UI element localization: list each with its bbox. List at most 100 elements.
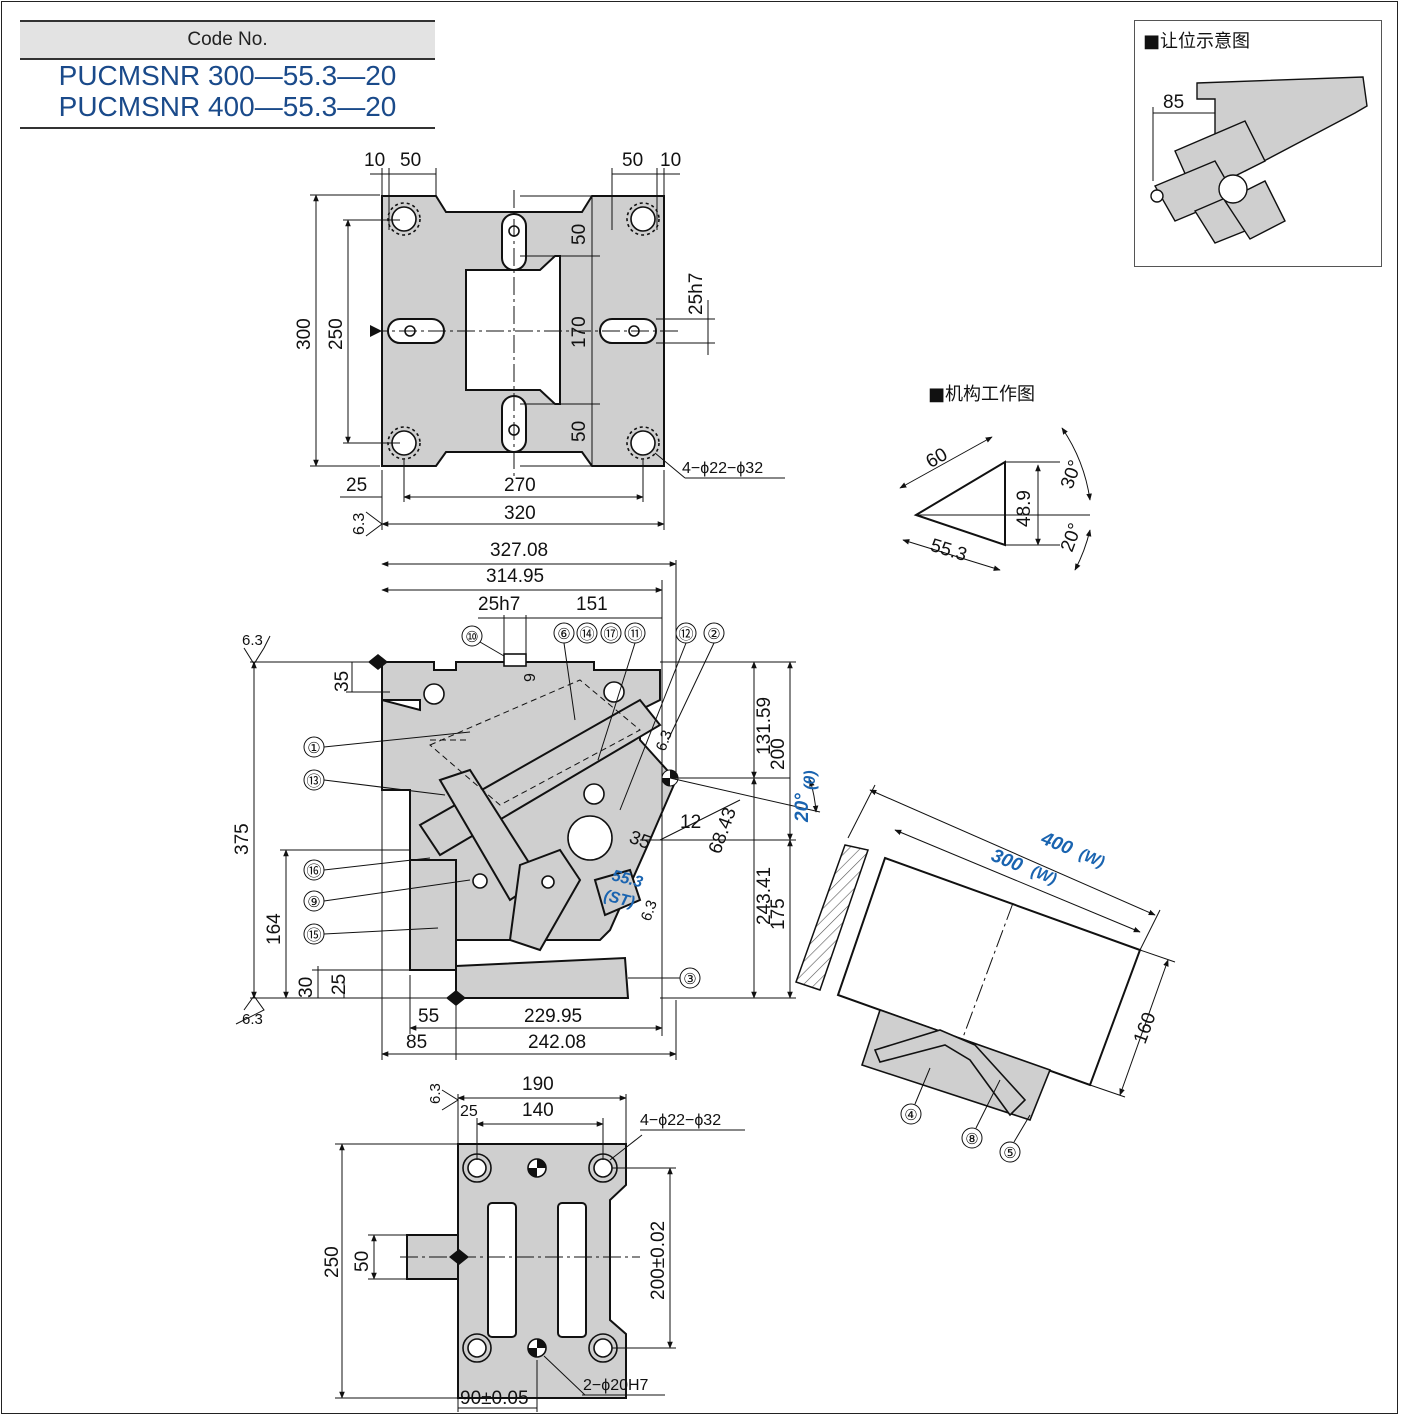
mech-dim-48-9: 48.9 [1014, 490, 1035, 527]
code-header: Code No. [20, 20, 435, 60]
top-view: 300 250 10 50 50 10 50 170 50 25h7 4−ϕ22… [294, 150, 785, 537]
callout-12-2: ⑫ ② [619, 622, 725, 811]
bottom-dim-25: 25 [460, 1103, 478, 1120]
callout-8: ⑧ [965, 1131, 978, 1148]
top-dim-25h7: 25h7 [686, 273, 707, 315]
front-dim-9: 9 [522, 673, 539, 682]
bottom-dim-90: 90±0.05 [460, 1388, 529, 1409]
top-dim-270: 270 [504, 475, 536, 496]
svg-text:⑭: ⑭ [579, 626, 594, 643]
front-dim-151: 151 [576, 594, 608, 615]
front-dim-68: 68.43 [705, 805, 741, 857]
workpiece-dim-400: 400 [1037, 828, 1076, 860]
inset-title: ■让位示意图 [1143, 31, 1251, 52]
mech-dim-55-3: 55.3 [928, 535, 970, 566]
svg-text:⑨: ⑨ [307, 894, 320, 911]
top-dim-10-right: 10 [660, 150, 681, 171]
top-dim-170: 170 [569, 316, 590, 348]
mech-angle-20: 20° [1057, 521, 1087, 555]
workpiece-unit-400: (W) [1077, 846, 1107, 871]
bottom-roughness: 6.3 [427, 1083, 444, 1104]
svg-text:⑮: ⑮ [306, 927, 321, 944]
front-rough-r2: 6.3 [638, 898, 661, 923]
callout-3: ③ [628, 967, 701, 989]
callout-6-14-17-11: ⑥ ⑭ ⑰ ⑪ [553, 622, 646, 761]
svg-text:③: ③ [683, 971, 696, 988]
front-dim-30: 30 [296, 977, 317, 998]
svg-text:⑯: ⑯ [306, 863, 321, 880]
svg-text:⑪: ⑪ [627, 626, 642, 643]
callout-1: ① [303, 731, 471, 758]
front-angle-20: 20° [792, 793, 813, 823]
bottom-dim-140: 140 [522, 1100, 554, 1121]
code-number-1: PUCMSNR 300—55.3—20 [58, 60, 397, 91]
svg-text:⑬: ⑬ [306, 773, 321, 790]
callout-4: ④ [904, 1107, 917, 1124]
front-dim-12: 12 [680, 812, 701, 833]
inset-drawing: 85 [1150, 76, 1368, 244]
svg-text:⑥: ⑥ [557, 626, 570, 643]
callout-13: ⑬ [303, 769, 446, 796]
bottom-pins-label: 2−ϕ20H7 [583, 1377, 649, 1394]
front-dim-200: 200 [768, 738, 789, 770]
front-dim-55: 55 [418, 1006, 439, 1027]
svg-text:⑰: ⑰ [603, 626, 618, 643]
svg-text:⑫: ⑫ [678, 626, 693, 643]
top-dim-25: 25 [346, 475, 367, 496]
top-dim-320: 320 [504, 503, 536, 524]
front-dim-243: 243.41 [754, 867, 775, 925]
top-dim-50-right: 50 [622, 150, 643, 171]
clearance-inset: ■让位示意图 85 [1134, 20, 1382, 267]
mech-angle-30: 30° [1057, 458, 1087, 492]
inset-dim-85: 85 [1163, 92, 1184, 113]
callout-5: ⑤ [1003, 1145, 1016, 1162]
mechanism-diagram: 60 48.9 55.3 30° 20° [899, 427, 1092, 571]
workpiece-dim-160: 160 [1130, 1010, 1161, 1047]
top-dim-250: 250 [326, 318, 347, 350]
front-rough-bottom: 6.3 [242, 1011, 263, 1028]
top-roughness: 6.3 [351, 513, 368, 535]
top-dim-slot-50a: 50 [569, 224, 590, 245]
workpiece-callouts: ④ ⑧ ⑤ [900, 1067, 1031, 1163]
front-view: 20° (θ) 327.08 314.95 25h7 151 9 375 35 … [232, 540, 821, 1060]
bottom-dim-250: 250 [322, 1246, 343, 1278]
callout-9: ⑨ [303, 879, 471, 912]
front-dim-131: 131.59 [754, 697, 775, 755]
mechanism-title: ■机构工作图 [928, 384, 1036, 405]
front-dim-327: 327.08 [490, 540, 548, 561]
bottom-dim-200: 200±0.02 [648, 1221, 669, 1300]
front-dim-175: 175 [768, 898, 789, 930]
front-dim-25h7: 25h7 [478, 594, 520, 615]
bottom-holes-label: 4−ϕ22−ϕ32 [640, 1112, 721, 1129]
code-number-2: PUCMSNR 400—55.3—20 [58, 91, 397, 122]
svg-text:②: ② [707, 626, 720, 643]
top-dim-50-left: 50 [400, 150, 421, 171]
bottom-dim-50: 50 [352, 1251, 373, 1272]
front-rough-top: 6.3 [242, 632, 263, 649]
bottom-dim-190: 190 [522, 1074, 554, 1095]
top-holes-label: 4−ϕ22−ϕ32 [682, 460, 763, 477]
workpiece-view: 400 (W) 300 (W) 160 ④ ⑧ ⑤ [795, 784, 1176, 1163]
front-rough-r1: 6.3 [653, 728, 676, 753]
callout-10: ⑩ [461, 625, 505, 657]
front-dim-314: 314.95 [486, 566, 544, 587]
callout-16: ⑯ [303, 857, 431, 881]
front-dim-85: 85 [406, 1032, 427, 1053]
top-dim-slot-50b: 50 [569, 421, 590, 442]
front-dim-164: 164 [264, 913, 285, 945]
workpiece-unit-300: (W) [1029, 863, 1059, 888]
code-table-rule [20, 127, 435, 129]
front-callouts: ① ⑬ ⑯ ⑨ ⑮ [303, 622, 725, 989]
svg-text:①: ① [307, 740, 320, 757]
front-angle-theta: (θ) [802, 770, 819, 790]
svg-text:⑩: ⑩ [465, 629, 478, 646]
front-dim-35: 35 [332, 671, 353, 692]
top-dim-300: 300 [294, 318, 315, 350]
callout-15: ⑮ [303, 923, 439, 945]
front-dim-242: 242.08 [528, 1032, 586, 1053]
mech-dim-60: 60 [923, 444, 952, 473]
top-dim-10-left: 10 [364, 150, 385, 171]
workpiece-dim-300: 300 [988, 845, 1026, 877]
